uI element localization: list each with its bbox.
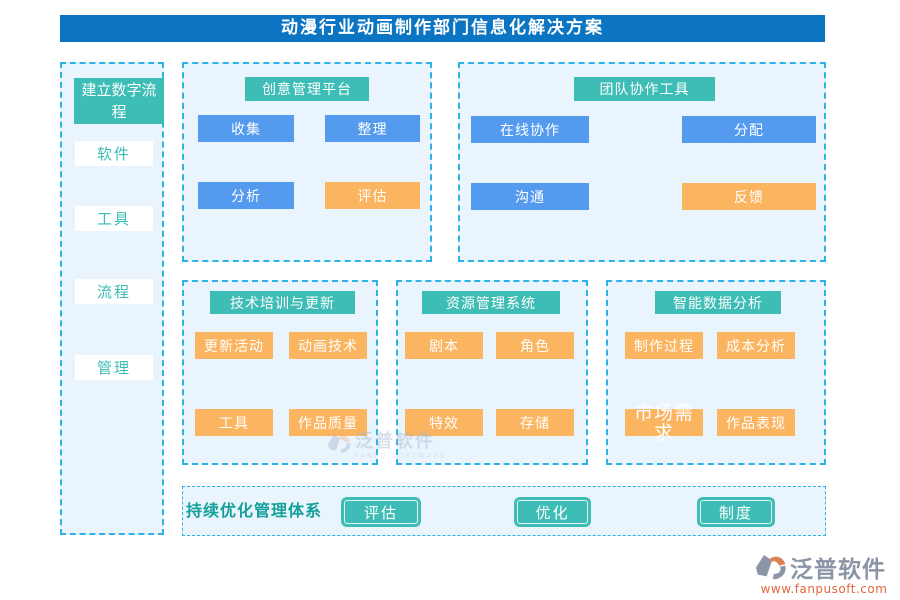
btn-cost-analysis[interactable]: 成本分析 [717,332,795,359]
btn-production-process[interactable]: 制作过程 [625,332,703,359]
btn-script[interactable]: 剧本 [405,332,483,359]
page-title: 动漫行业动画制作部门信息化解决方案 [60,15,825,42]
optimize-label: 持续优化管理体系 [186,501,323,520]
btn-communicate[interactable]: 沟通 [471,183,589,210]
footer-logo-url[interactable]: www.fanpusoft.com [760,582,888,596]
section-training-title: 技术培训与更新 [210,291,355,314]
btn-character[interactable]: 角色 [496,332,574,359]
btn-market-demand-label: 市场需求 [633,401,694,444]
section-resource-title: 资源管理系统 [422,291,560,314]
footer-logo-name: 泛普软件 [790,557,886,583]
sidebar-item-tools[interactable]: 工具 [75,206,153,231]
btn-analyze[interactable]: 分析 [198,182,294,209]
btn-organize[interactable]: 整理 [325,115,420,142]
footer-logo: 泛普软件 www.fanpusoft.com [756,550,892,596]
btn-effects[interactable]: 特效 [405,409,483,436]
section-resource-mgmt: 资源管理系统 剧本 角色 特效 存储 [396,280,588,465]
btn-collect[interactable]: 收集 [198,115,294,142]
btn-regulation[interactable]: 制度 [697,497,775,527]
btn-storage[interactable]: 存储 [496,409,574,436]
section-creative-title: 创意管理平台 [245,77,369,101]
btn-feedback[interactable]: 反馈 [682,183,816,210]
section-tech-training: 技术培训与更新 更新活动 动画技术 工具 作品质量 [182,280,378,465]
section-team-tools: 团队协作工具 在线协作 分配 沟通 反馈 [458,62,826,262]
sidebar-item-software[interactable]: 软件 [75,141,153,166]
btn-evaluate[interactable]: 评估 [325,182,420,209]
btn-animation-tech[interactable]: 动画技术 [289,332,367,359]
btn-tools[interactable]: 工具 [195,409,273,436]
btn-market-demand[interactable]: 市场需求 [625,403,703,443]
btn-assess[interactable]: 评估 [341,497,421,527]
btn-update-activity[interactable]: 更新活动 [195,332,273,359]
section-data-analytics: 智能数据分析 制作过程 成本分析 市场需求 作品表现 [606,280,826,465]
btn-work-performance[interactable]: 作品表现 [717,409,795,436]
sidebar: 建立数字流程 软件 工具 流程 管理 [60,62,164,535]
btn-work-quality[interactable]: 作品质量 [289,409,367,436]
btn-online-collab[interactable]: 在线协作 [471,116,589,143]
sidebar-item-management[interactable]: 管理 [75,355,153,380]
fanpu-logo-icon [756,554,786,579]
btn-optimize[interactable]: 优化 [514,497,591,527]
section-analytics-title: 智能数据分析 [655,291,781,314]
sidebar-item-process[interactable]: 流程 [75,279,153,304]
section-optimize: 持续优化管理体系 评估 优化 制度 [182,486,826,536]
btn-assign[interactable]: 分配 [682,116,816,143]
sidebar-header: 建立数字流程 [74,78,164,124]
section-team-title: 团队协作工具 [574,77,715,101]
section-creative-platform: 创意管理平台 收集 整理 分析 评估 [182,62,432,262]
